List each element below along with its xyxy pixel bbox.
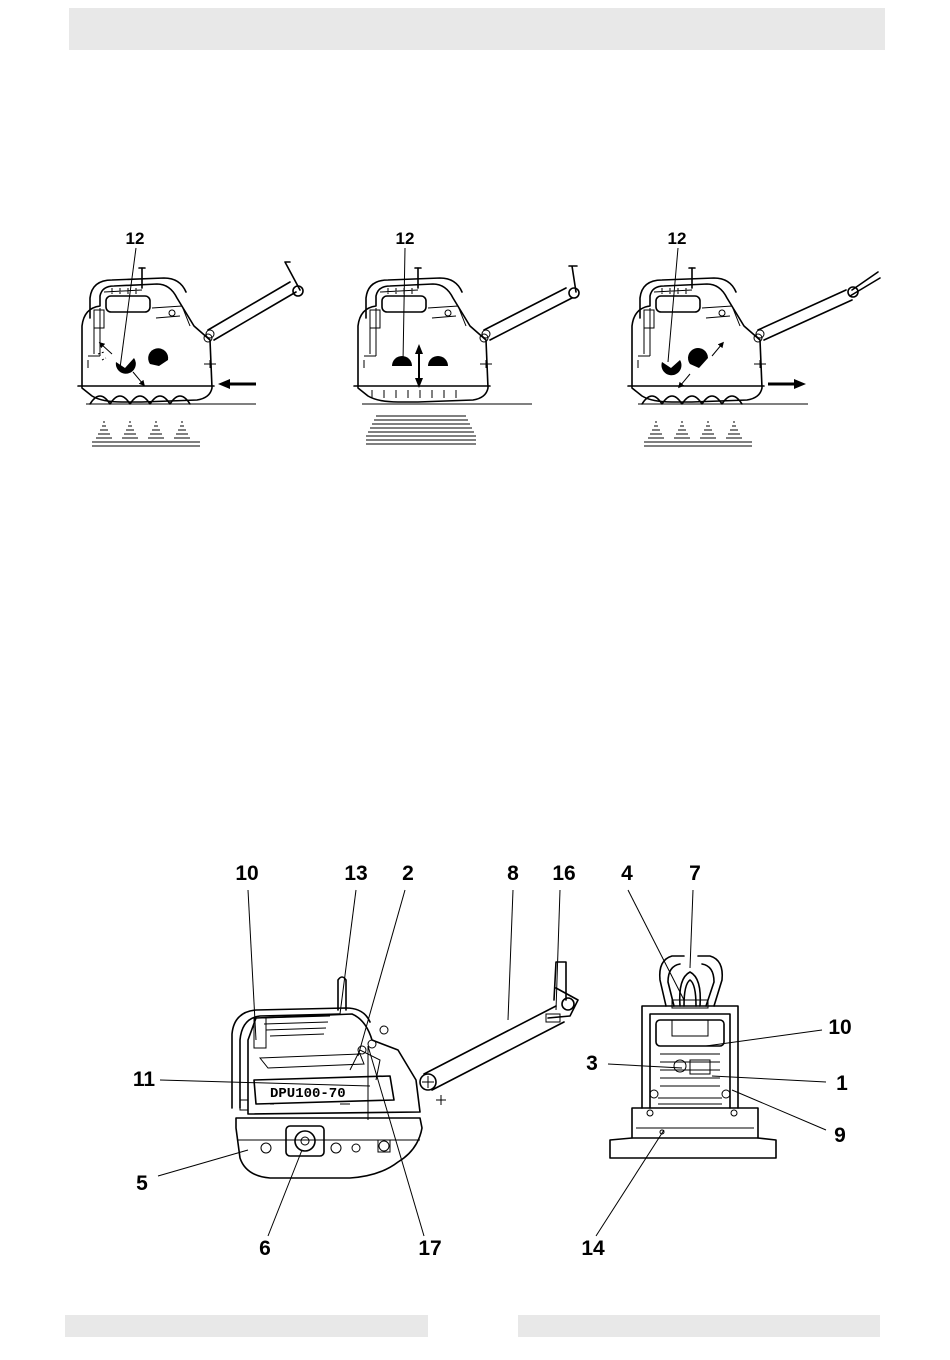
- compaction-pattern: [644, 422, 752, 446]
- arrow-left-icon: [218, 379, 256, 389]
- callout-12-stationary: 12: [396, 229, 415, 248]
- compaction-pattern: [366, 416, 476, 444]
- callout-17: 17: [418, 1237, 441, 1260]
- panel-reverse: 12: [628, 229, 880, 446]
- model-label: DPU100-70: [270, 1086, 346, 1102]
- callout-16: 16: [552, 862, 575, 885]
- callout-12-forward: 12: [126, 229, 145, 248]
- footer-bar-right: [518, 1315, 880, 1337]
- compaction-pattern: [92, 422, 200, 446]
- callout-10-side: 10: [235, 862, 258, 885]
- panel-forward: 12: [78, 229, 303, 446]
- callout-3: 3: [586, 1052, 598, 1075]
- callout-5: 5: [136, 1172, 148, 1195]
- callout-4: 4: [621, 862, 633, 885]
- callout-10-front: 10: [828, 1016, 851, 1039]
- callout-12-reverse: 12: [668, 229, 687, 248]
- callout-9: 9: [834, 1124, 846, 1147]
- callout-8: 8: [507, 862, 519, 885]
- side-view: DPU100-70 10 13 2 8 16 11 5 6 17: [133, 862, 578, 1260]
- front-view: 4 7 10 3 1 9 14: [581, 862, 851, 1260]
- exciter-weights: [116, 348, 168, 374]
- callout-1: 1: [836, 1072, 848, 1095]
- callout-13: 13: [344, 862, 367, 885]
- arrow-updown-icon: [415, 344, 423, 388]
- callout-2: 2: [402, 862, 414, 885]
- arrow-right-icon: [768, 379, 806, 389]
- callout-6: 6: [259, 1237, 271, 1260]
- callout-7: 7: [689, 862, 701, 885]
- footer-bar-left: [65, 1315, 428, 1337]
- callout-14: 14: [581, 1237, 605, 1260]
- panel-stationary: 12: [354, 229, 579, 444]
- callout-11: 11: [133, 1068, 156, 1091]
